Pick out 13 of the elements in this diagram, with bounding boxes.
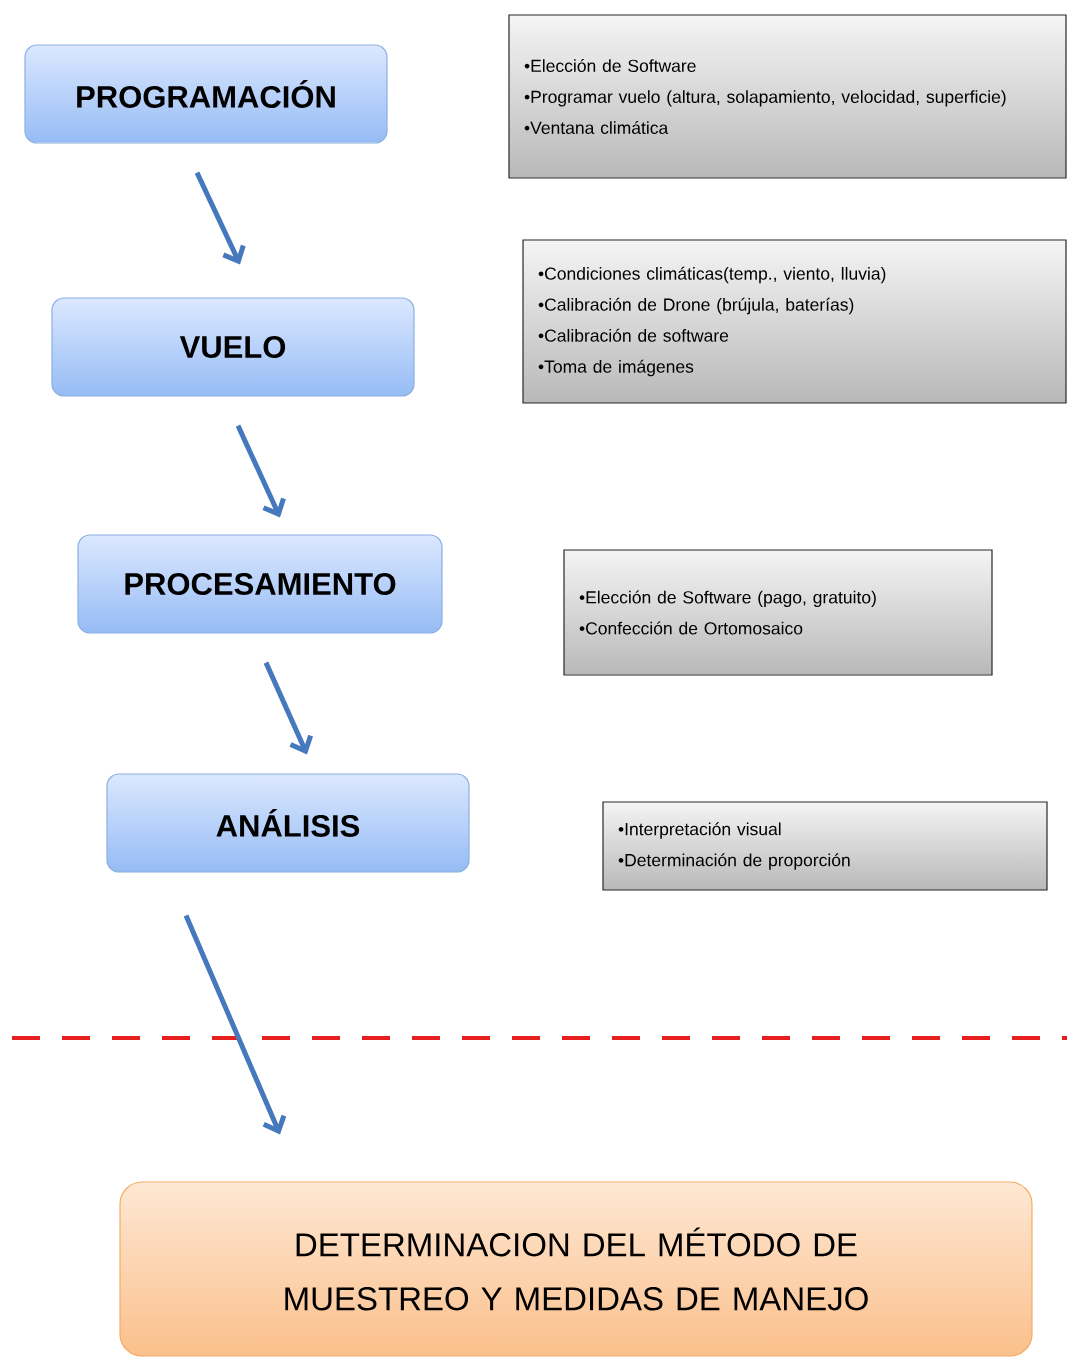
note-box: •Interpretación visual •Determinación de proporción [602, 801, 1048, 891]
arrow [235, 424, 286, 518]
process-box: PROCESAMIENTO [77, 534, 443, 634]
arrow [263, 661, 313, 755]
note-box: •Condiciones climáticas(temp., viento, lluvia) •Calibración de Drone (brújula, baterías) •Calibración de software •Toma de imágenes [522, 239, 1067, 404]
arrow [183, 914, 287, 1135]
note-box: •Elección de Software •Programar vuelo (altura, solapamiento, velocidad, superficie) •Ventana climática [508, 14, 1067, 179]
arrow [194, 171, 246, 265]
note-box: •Elección de Software (pago, gratuito) •Confección de Ortomosaico [563, 549, 993, 676]
process-box: PROGRAMACIÓN [24, 44, 388, 144]
process-box: VUELO [51, 297, 415, 397]
result-box: DETERMINACION DEL MÉTODO DE MUESTREO Y MEDIDAS DE MANEJO [119, 1181, 1033, 1357]
process-box: ANÁLISIS [106, 773, 470, 873]
